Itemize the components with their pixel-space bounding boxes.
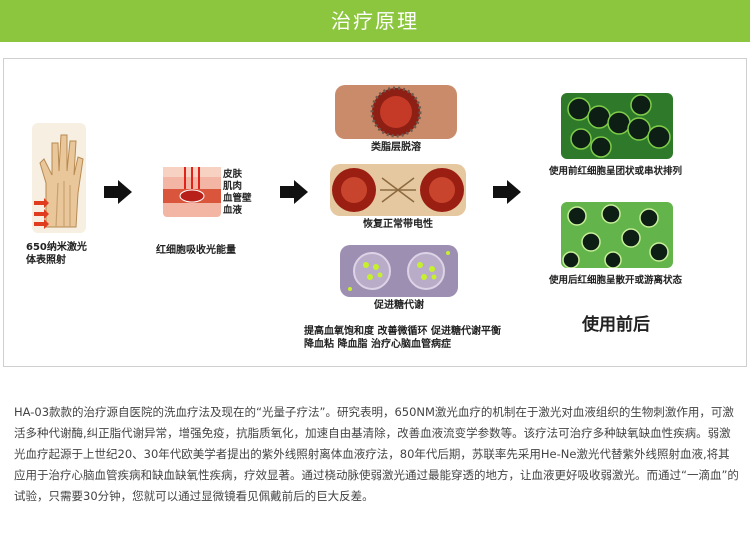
arrow-right-icon [280, 180, 308, 204]
after-blood-image [561, 202, 673, 268]
section-header: 治疗原理 [0, 0, 750, 42]
benefits-line-1: 提高血氧饱和度 改善微循环 促进糖代谢平衡 [304, 326, 501, 337]
before-blood-image [561, 93, 673, 159]
hand-caption-line-2: 体表照射 [26, 255, 66, 266]
effect-caption-3: 促进糖代谢 [374, 300, 424, 311]
skin-layer-labels: 皮肤 肌肉 血管壁 血液 [223, 169, 273, 217]
section-title: 治疗原理 [331, 9, 419, 33]
benefits-line-2: 降血粘 降血脂 治疗心脑血管病症 [304, 339, 451, 350]
effect-caption-2: 恢复正常带电性 [363, 219, 433, 230]
skin-cross-section [163, 167, 221, 217]
sugar-metabolism-image [340, 245, 458, 297]
skin-layer-label: 血液 [223, 205, 243, 216]
lipid-layer-image [335, 85, 457, 139]
normal-charge-image [330, 164, 466, 216]
hand-caption: 650纳米激光 体表照射 [26, 241, 106, 267]
effect-caption-1: 类脂层脱溶 [371, 142, 421, 153]
arrow-right-icon [104, 180, 132, 204]
skin-layer-label: 肌肉 [223, 181, 243, 192]
skin-layer-label: 血管壁 [223, 193, 252, 204]
hand-caption-line-1: 650纳米激光 [26, 242, 87, 253]
description-paragraph: HA-03款款的治疗源自医院的洗血疗法及现在的“光量子疗法”。研究表明，650N… [14, 405, 739, 503]
hand-illustration [32, 123, 86, 233]
after-caption: 使用后红细胞呈散开或游离状态 [549, 275, 683, 286]
skin-layer-label: 皮肤 [223, 169, 243, 180]
skin-caption: 红细胞吸收光能量 [156, 245, 236, 256]
benefits-text: 提高血氧饱和度 改善微循环 促进糖代谢平衡 降血粘 降血脂 治疗心脑血管病症 [304, 325, 534, 351]
diagram-panel: 650纳米激光 体表照射 皮肤 肌肉 血管壁 血液 红细胞吸收光能量 类脂层脱溶 [3, 58, 747, 367]
before-after-title: 使用前后 [582, 315, 650, 335]
before-caption: 使用前红细胞呈团状或串状排列 [549, 166, 683, 177]
arrow-right-icon [493, 180, 521, 204]
